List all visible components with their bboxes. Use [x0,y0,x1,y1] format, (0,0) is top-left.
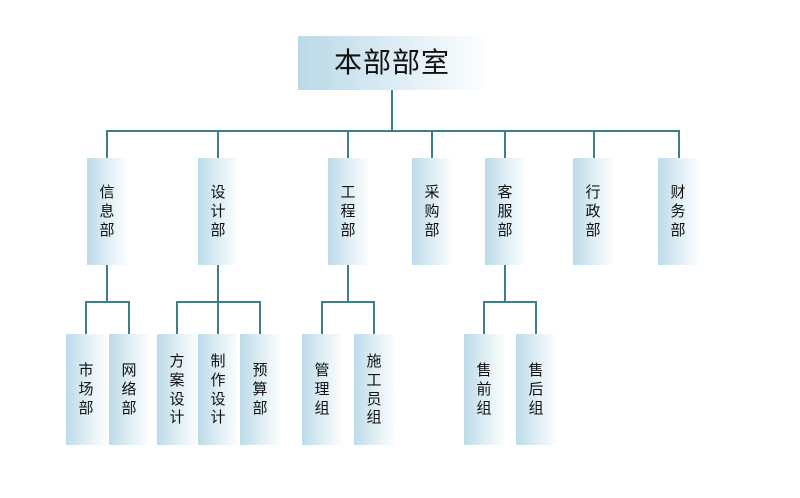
node-level2-information-dept-label: 信息部 [99,183,115,239]
connector-drop-management-group [321,301,323,335]
node-level2-customer-service-dept[interactable]: 客服部 [485,158,525,265]
node-level3-construction-group-label: 施工员组 [366,351,382,427]
connector-drop-aftersales-group [535,301,537,335]
connector-bus-customer-service-dept [483,301,537,303]
node-level3-aftersales-group-label: 售后组 [528,361,544,417]
node-level2-finance-dept-label: 财务部 [670,183,686,239]
connector-stem-information-dept [106,265,108,302]
connector-bus-information-dept [85,301,129,303]
node-level3-network-dept-label: 网络部 [121,361,137,417]
node-level2-design-dept[interactable]: 设计部 [198,158,238,265]
connector-stem-engineering-dept [347,265,349,302]
node-root[interactable]: 本部部室 [298,36,486,90]
node-level3-production-design-label: 制作设计 [210,351,226,427]
node-root-label: 本部部室 [333,46,450,80]
node-level2-engineering-dept-label: 工程部 [340,183,356,239]
node-level3-market-dept[interactable]: 市场部 [66,334,106,445]
connector-stem-customer-service-dept [504,265,506,302]
connector-level2-bus [106,130,678,132]
connector-drop-production-design [217,301,219,335]
node-level2-information-dept[interactable]: 信息部 [87,158,127,265]
node-level3-market-dept-label: 市场部 [78,361,94,417]
node-level2-administration-dept-label: 行政部 [585,183,601,239]
connector-drop-scheme-design [176,301,178,335]
node-level2-administration-dept[interactable]: 行政部 [573,158,613,265]
connector-drop-network-dept [128,301,130,335]
connector-stem-design-dept [217,265,219,302]
connector-drop-presales-group [483,301,485,335]
node-level3-budget-dept-label: 预算部 [252,361,268,417]
node-level2-engineering-dept[interactable]: 工程部 [328,158,368,265]
node-level3-scheme-design[interactable]: 方案设计 [157,334,197,445]
connector-drop-level2-2 [217,130,219,158]
connector-bus-engineering-dept [321,301,375,303]
connector-drop-level2-3 [347,130,349,158]
node-level3-construction-group[interactable]: 施工员组 [354,334,394,445]
node-level3-aftersales-group[interactable]: 售后组 [516,334,556,445]
node-level3-presales-group[interactable]: 售前组 [464,334,504,445]
connector-drop-level2-5 [504,130,506,158]
node-level2-procurement-dept[interactable]: 采购部 [412,158,452,265]
node-level3-management-group[interactable]: 管理组 [302,334,342,445]
connector-drop-budget-dept [259,301,261,335]
connector-root-stem [391,90,393,131]
connector-drop-level2-7 [678,130,680,158]
node-level3-budget-dept[interactable]: 预算部 [240,334,280,445]
connector-drop-construction-group [373,301,375,335]
node-level3-network-dept[interactable]: 网络部 [109,334,149,445]
node-level2-procurement-dept-label: 采购部 [424,183,440,239]
node-level3-scheme-design-label: 方案设计 [169,351,185,427]
connector-drop-level2-6 [593,130,595,158]
connector-drop-level2-1 [106,130,108,158]
node-level2-design-dept-label: 设计部 [210,183,226,239]
node-level3-presales-group-label: 售前组 [476,361,492,417]
connector-drop-market-dept [85,301,87,335]
node-level3-production-design[interactable]: 制作设计 [198,334,238,445]
node-level2-customer-service-dept-label: 客服部 [497,183,513,239]
connector-drop-level2-4 [431,130,433,158]
node-level3-management-group-label: 管理组 [314,361,330,417]
node-level2-finance-dept[interactable]: 财务部 [658,158,698,265]
